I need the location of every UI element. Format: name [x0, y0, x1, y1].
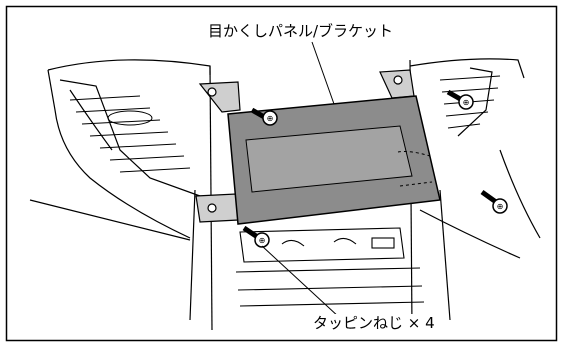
- panel-bracket-label: 目かくしパネル/ブラケット: [206, 22, 396, 40]
- tapping-screws: ⊕ ⊕ ⊕ ⊕: [242, 89, 508, 248]
- svg-text:⊕: ⊕: [267, 114, 274, 123]
- left-air-vent: [69, 95, 191, 173]
- svg-text:⊕: ⊕: [497, 202, 504, 211]
- leader-lines: [261, 41, 341, 319]
- svg-text:⊕: ⊕: [259, 236, 266, 245]
- lower-console: [235, 227, 425, 307]
- leader-line-screws: [261, 245, 341, 319]
- screw-right: ⊕: [480, 189, 508, 214]
- dashboard-outline: [29, 58, 541, 331]
- leader-line-panel: [311, 41, 335, 105]
- frame-border: [5, 5, 558, 342]
- tapping-screws-label: タッピンねじ × 4: [311, 314, 437, 332]
- screw-top-left: ⊕: [250, 107, 278, 126]
- screw-bottom-left: ⊕: [242, 225, 270, 248]
- cover-panel: [227, 95, 441, 225]
- svg-text:⊕: ⊕: [463, 98, 470, 107]
- screw-top-right: ⊕: [446, 89, 474, 110]
